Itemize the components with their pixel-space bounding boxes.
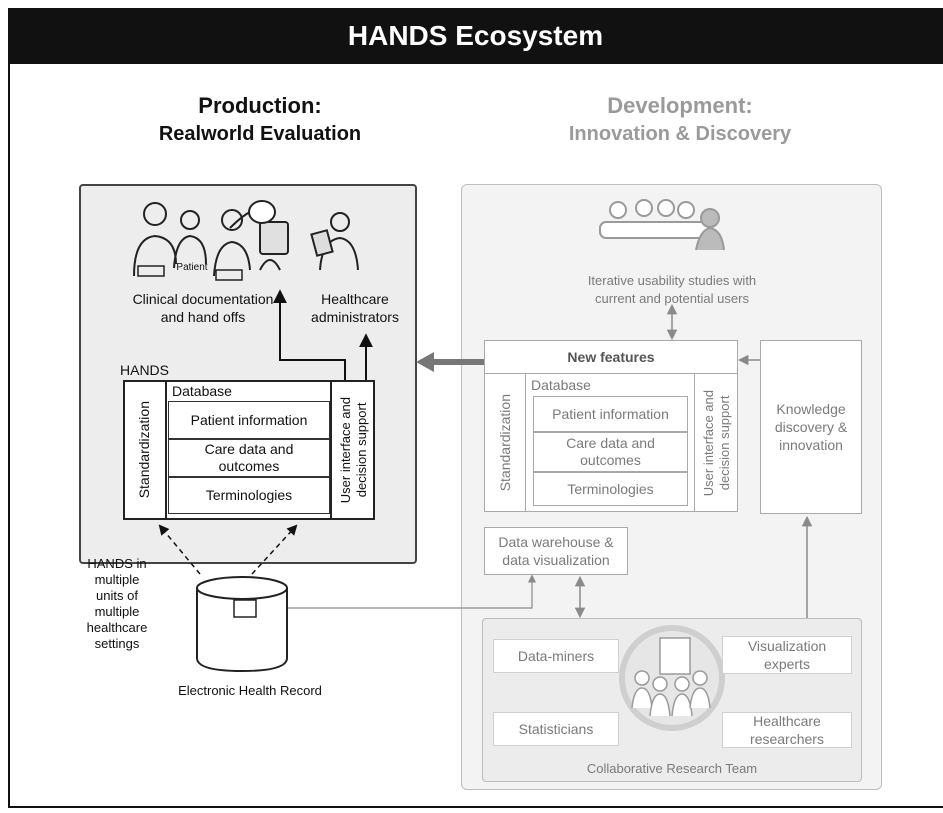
- researchers-line2: researchers: [750, 731, 824, 747]
- diagram-title: HANDS Ecosystem: [8, 8, 943, 64]
- ui-support-line1: User interface and: [337, 396, 353, 504]
- hands-multi-line4: multiple: [94, 604, 140, 619]
- visualization-line1: Visualization: [747, 638, 827, 654]
- statisticians-box: Statisticians: [493, 712, 619, 746]
- hands-multi-line6: settings: [94, 636, 140, 651]
- clinical-label-line1: Clinical documentation: [132, 291, 274, 307]
- production-heading-line2: Realworld Evaluation: [158, 123, 362, 145]
- hands-multi-line3: units of: [96, 588, 138, 603]
- ui-support-label: User interface and decision support: [338, 397, 370, 503]
- ehr-label: Electronic Health Record: [178, 683, 322, 698]
- ehr-dashed-arrow-right: [251, 524, 298, 575]
- admin-label-line2: administrators: [311, 309, 399, 325]
- dev-patient-information-cell: Patient information: [533, 396, 688, 432]
- healthcare-researchers-box: Healthcare researchers: [722, 712, 852, 748]
- knowledge-line2: discovery &: [774, 419, 848, 435]
- terminologies-cell: Terminologies: [168, 477, 330, 514]
- dev-ui-support-line2: decision support: [716, 395, 732, 491]
- production-heading: Production: Realworld Evaluation: [80, 92, 440, 148]
- ehr-to-warehouse-line: [257, 574, 537, 609]
- standardization-label: Standardization: [136, 401, 152, 499]
- dev-standardization-label: Standardization: [496, 394, 513, 492]
- dev-ui-support-column: User interface and decision support: [694, 374, 738, 512]
- production-heading-line1: Production:: [198, 93, 322, 118]
- development-heading: Development: Innovation & Discovery: [490, 92, 870, 148]
- researchers-line1: Healthcare: [753, 713, 821, 729]
- dev-ui-support-line1: User interface and: [700, 389, 716, 497]
- knowledge-line3: innovation: [779, 437, 843, 453]
- knowledge-discovery-box: Knowledge discovery & innovation: [760, 340, 862, 514]
- ehr-database-icon: [196, 576, 288, 673]
- clinical-label-line2: and hand offs: [160, 309, 246, 325]
- visualization-experts-box: Visualization experts: [722, 636, 852, 674]
- hands-multiple-label: HANDS in multiple units of multiple heal…: [72, 556, 162, 652]
- ui-to-clinical-arrow: [273, 289, 346, 382]
- ui-support-line2: decision support: [353, 402, 369, 498]
- data-warehouse-box: Data warehouse & data visualization: [484, 527, 628, 575]
- data-miners-box: Data-miners: [493, 639, 619, 673]
- dev-standardization-column: Standardization: [484, 374, 526, 512]
- care-data-cell: Care data and outcomes: [168, 439, 330, 477]
- database-label: Database: [172, 383, 232, 399]
- patient-information-cell: Patient information: [168, 401, 330, 439]
- healthcare-administrators-label: Healthcare administrators: [300, 290, 410, 326]
- clinical-documentation-label: Clinical documentation and hand offs: [118, 290, 288, 326]
- clinicians-icon: [133, 200, 289, 281]
- ehr-dashed-arrow-left: [158, 524, 201, 575]
- usability-label: Iterative usability studies with current…: [562, 272, 782, 308]
- usability-line2: current and potential users: [595, 291, 749, 306]
- warehouse-line1: Data warehouse &: [498, 534, 614, 550]
- standardization-column: Standardization: [123, 380, 167, 520]
- visualization-line2: experts: [764, 656, 810, 672]
- hands-multi-line1: HANDS in: [87, 556, 147, 571]
- usability-line1: Iterative usability studies with: [587, 273, 757, 288]
- hands-multi-line2: multiple: [94, 572, 140, 587]
- development-heading-line1: Development:: [607, 93, 753, 118]
- dev-care-data-cell: Care data and outcomes: [533, 432, 688, 472]
- patient-label: Patient: [176, 262, 208, 273]
- knowledge-line1: Knowledge: [776, 401, 846, 417]
- ui-support-column: User interface and decision support: [330, 380, 375, 520]
- warehouse-line2: data visualization: [502, 552, 610, 568]
- administrator-icon: [310, 212, 359, 271]
- new-features-label: New features: [484, 340, 738, 374]
- dev-ui-support-label: User interface and decision support: [701, 390, 733, 496]
- admin-label-line1: Healthcare: [321, 291, 389, 307]
- research-team-label: Collaborative Research Team: [586, 761, 758, 776]
- hands-label: HANDS: [120, 362, 170, 378]
- dev-terminologies-cell: Terminologies: [533, 472, 688, 506]
- dev-database-label: Database: [531, 377, 591, 393]
- hands-multi-line5: healthcare: [86, 620, 148, 635]
- deploy-arrow-head: [416, 352, 434, 372]
- development-heading-line2: Innovation & Discovery: [568, 123, 792, 145]
- research-team-icon: [619, 625, 725, 731]
- usability-group-icon: [599, 199, 725, 251]
